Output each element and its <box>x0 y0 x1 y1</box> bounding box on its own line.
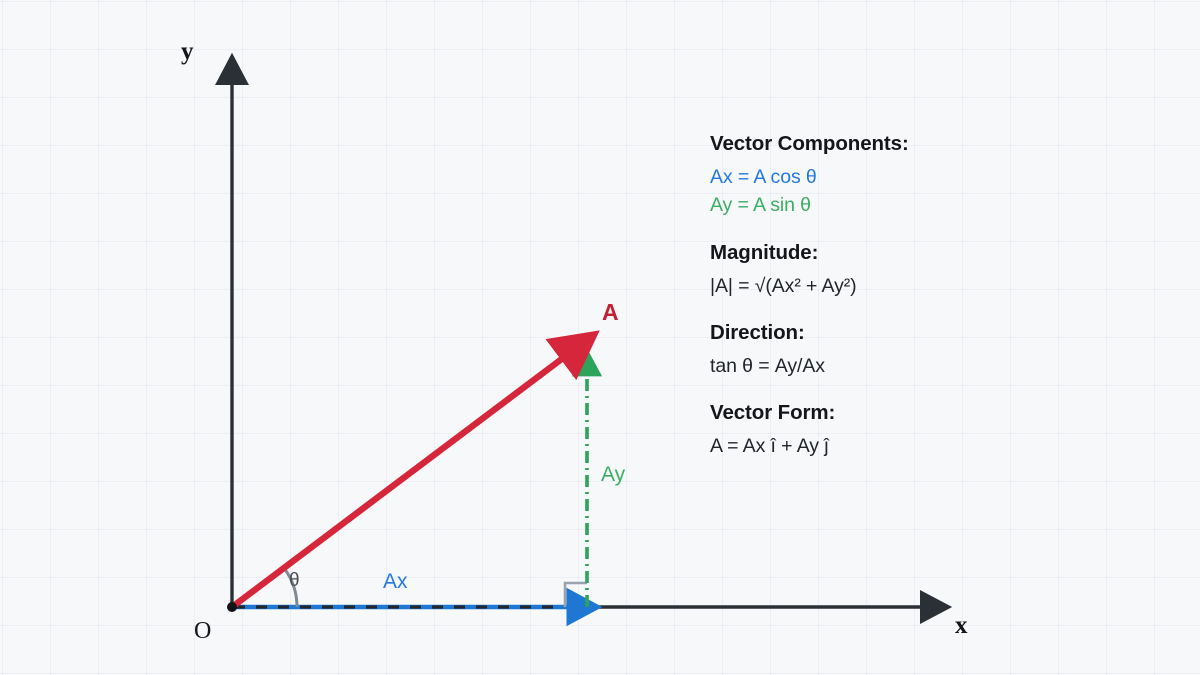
origin-label: O <box>194 618 212 644</box>
x-axis-label: x <box>955 612 968 639</box>
formula-block: Direction: tan θ = Ay/Ax <box>710 321 1130 380</box>
formula-line: Ax = A cos θ <box>710 166 817 188</box>
formula-block: Vector Components: Ax = A cos θ Ay = A sin… <box>710 132 1130 220</box>
formula-heading: Vector Components: <box>710 132 909 155</box>
formula-line: |A| = √(Ax² + Ay²) <box>710 274 857 297</box>
ax-component-label: Ax <box>383 570 408 593</box>
ay-component-label: Ay <box>601 463 626 486</box>
formula-heading: Magnitude: <box>710 240 819 264</box>
theta-angle-label: θ <box>289 570 300 591</box>
formula-panel: Vector Components: Ax = A cos θ Ay = A sin… <box>710 132 1130 460</box>
resultant-vector-label: A <box>602 299 619 325</box>
formula-line: Ay = A sin θ <box>710 194 811 217</box>
resultant-vector-line <box>230 330 600 610</box>
formula-line: tan θ = Ay/Ax <box>710 354 825 377</box>
formula-block: Magnitude: |A| = √(Ax² + Ay²) <box>710 241 1130 300</box>
origin-dot <box>227 602 237 612</box>
formula-heading: Direction: <box>710 320 805 344</box>
right-angle-marker <box>563 581 587 607</box>
formula-block: Vector Form: A = Ax î + Ay ĵ <box>710 401 1130 460</box>
formula-line: A = Ax î + Ay ĵ <box>710 435 829 458</box>
y-axis-label: y <box>181 38 194 65</box>
formula-heading: Vector Form: <box>710 401 836 425</box>
